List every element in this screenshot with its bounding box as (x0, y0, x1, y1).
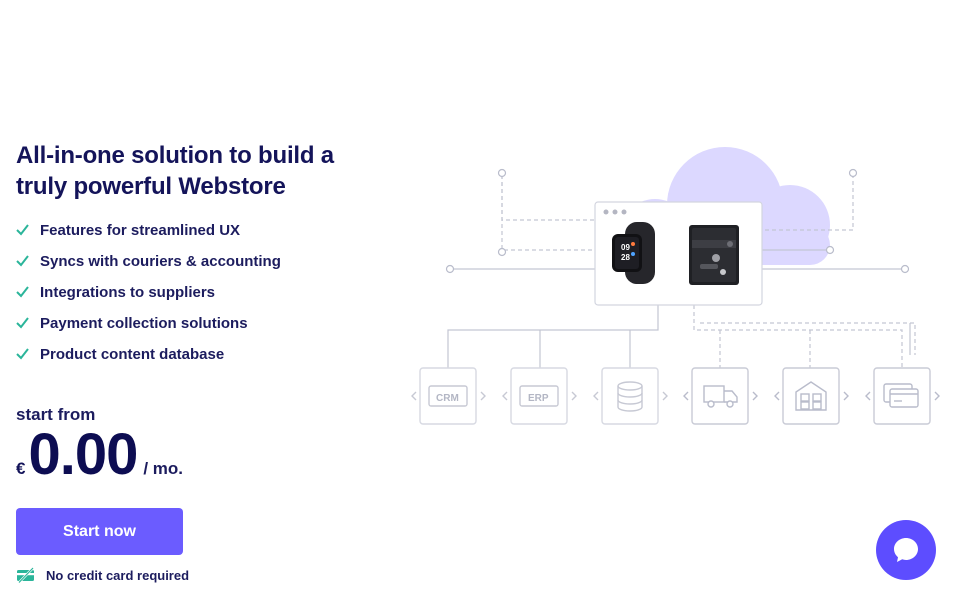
hero-section: All-in-one solution to build a truly pow… (16, 140, 376, 377)
connector-nodes (445, 168, 910, 274)
feature-label: Integrations to suppliers (40, 284, 216, 301)
feature-label: Payment collection solutions (40, 315, 248, 332)
erp-label: ERP (528, 393, 549, 404)
crm-label: CRM (436, 393, 459, 404)
svg-text:28: 28 (621, 253, 630, 262)
credit-card-icon (17, 567, 34, 583)
check-icon (16, 255, 29, 267)
feature-item: Product content database (16, 346, 376, 377)
database-icon (617, 381, 643, 412)
price-period: / mo. (143, 459, 184, 478)
start-now-button[interactable]: Start now (16, 508, 183, 555)
truck-icon (703, 385, 738, 408)
no-credit-card-note: No credit card required (16, 567, 189, 583)
integration-tile-crm: CRM (411, 367, 486, 425)
start-from-label: start from (16, 405, 96, 424)
price-currency: € (16, 459, 26, 478)
payment-card-icon (883, 383, 919, 408)
feature-label: Syncs with couriers & accounting (40, 253, 281, 270)
hero-title-line-2: truly powerful Webstore (16, 173, 286, 200)
feature-item: Syncs with couriers & accounting (16, 253, 376, 284)
feature-item: Payment collection solutions (16, 315, 376, 346)
pricing-block: start from € 0.00 / mo. (16, 404, 183, 486)
feature-item: Features for streamlined UX (16, 222, 376, 253)
check-icon (16, 224, 29, 236)
check-icon (16, 317, 29, 329)
integration-illustration: 09 28 CRM ERP (411, 147, 940, 425)
check-icon (16, 286, 29, 298)
smartphone-image (689, 225, 739, 285)
hero-title-line-1: All-in-one solution to build a (16, 142, 334, 169)
integration-tile-payment (865, 367, 940, 425)
feature-label: Product content database (40, 346, 225, 363)
smartwatch-image: 09 28 (612, 222, 655, 284)
chat-bubble-icon (894, 538, 918, 562)
feature-list: Features for streamlined UX Syncs with c… (16, 222, 376, 377)
chat-widget-button[interactable] (876, 520, 936, 580)
svg-text:09: 09 (621, 243, 630, 252)
connector-lines (447, 174, 916, 368)
warehouse-icon (795, 381, 827, 411)
feature-item: Integrations to suppliers (16, 284, 376, 315)
hero-title: All-in-one solution to build a truly pow… (16, 140, 376, 202)
integration-tile-database (593, 367, 668, 425)
integration-tile-courier (683, 367, 758, 425)
price-row: € 0.00 / mo. (16, 426, 183, 486)
integration-tile-warehouse (774, 367, 849, 425)
price-amount: 0.00 (28, 422, 138, 487)
check-icon (16, 348, 29, 360)
feature-label: Features for streamlined UX (40, 222, 241, 239)
no-credit-card-text: No credit card required (46, 567, 190, 583)
integration-tile-erp: ERP (502, 367, 577, 425)
